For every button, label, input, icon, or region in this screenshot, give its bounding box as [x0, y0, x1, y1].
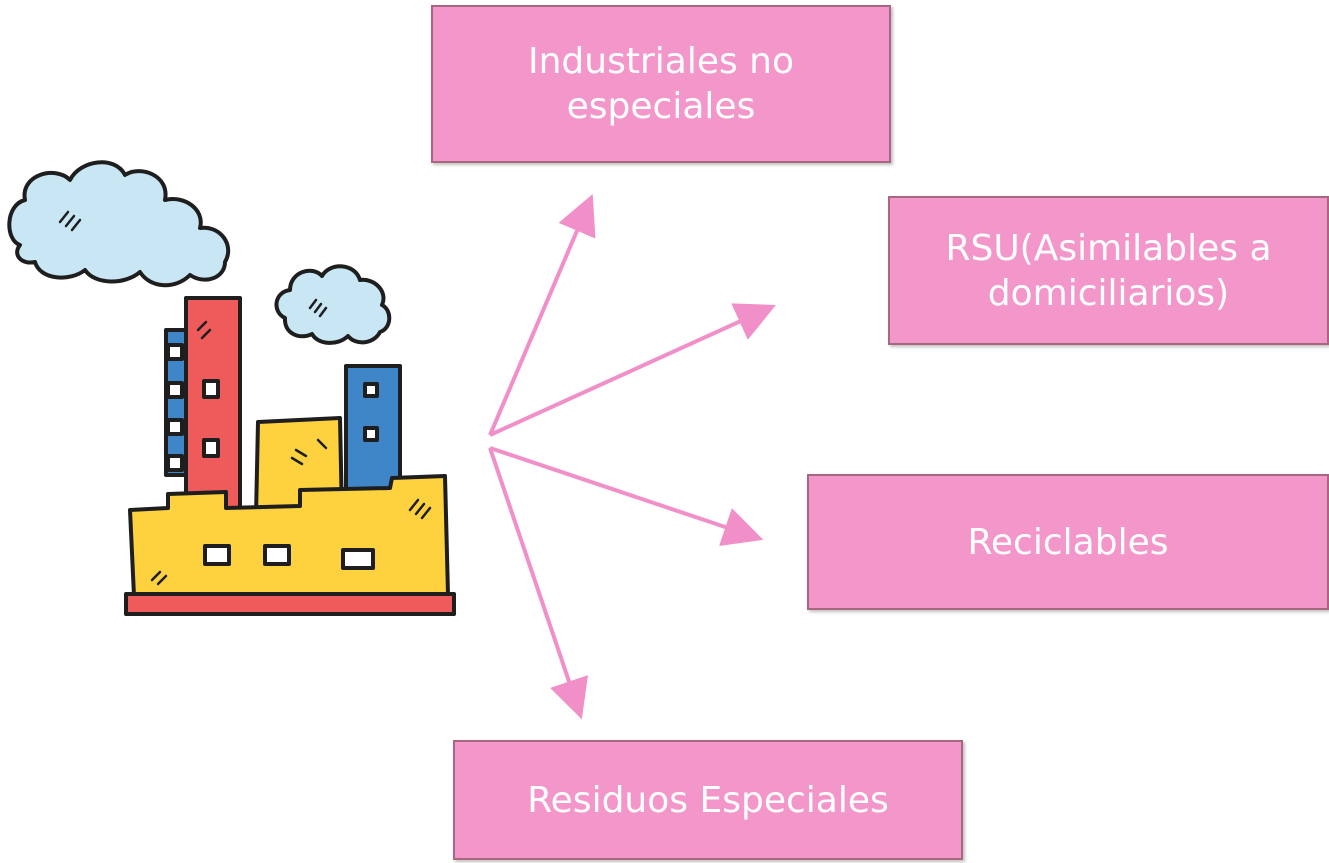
cloud-icon [274, 264, 392, 345]
factory-icon [7, 160, 456, 616]
arrow-to-especiales [488, 447, 588, 720]
category-box-especiales: Residuos Especiales [453, 740, 963, 860]
arrow-to-rsu [489, 303, 776, 437]
arrow-to-industriales [488, 193, 596, 436]
category-box-reciclables: Reciclables [807, 474, 1329, 610]
arrow-to-reciclables [489, 446, 764, 547]
category-label-reciclables: Reciclables [967, 521, 1169, 563]
category-box-industriales: Industriales no especiales [431, 5, 891, 163]
category-label-industriales: Industriales no especiales [527, 41, 795, 127]
category-label-rsu: RSU(Asimilables a domiciliarios) [945, 227, 1272, 314]
category-label-especiales: Residuos Especiales [527, 779, 889, 821]
category-box-rsu: RSU(Asimilables a domiciliarios) [888, 196, 1329, 345]
cloud-icon [7, 160, 231, 288]
